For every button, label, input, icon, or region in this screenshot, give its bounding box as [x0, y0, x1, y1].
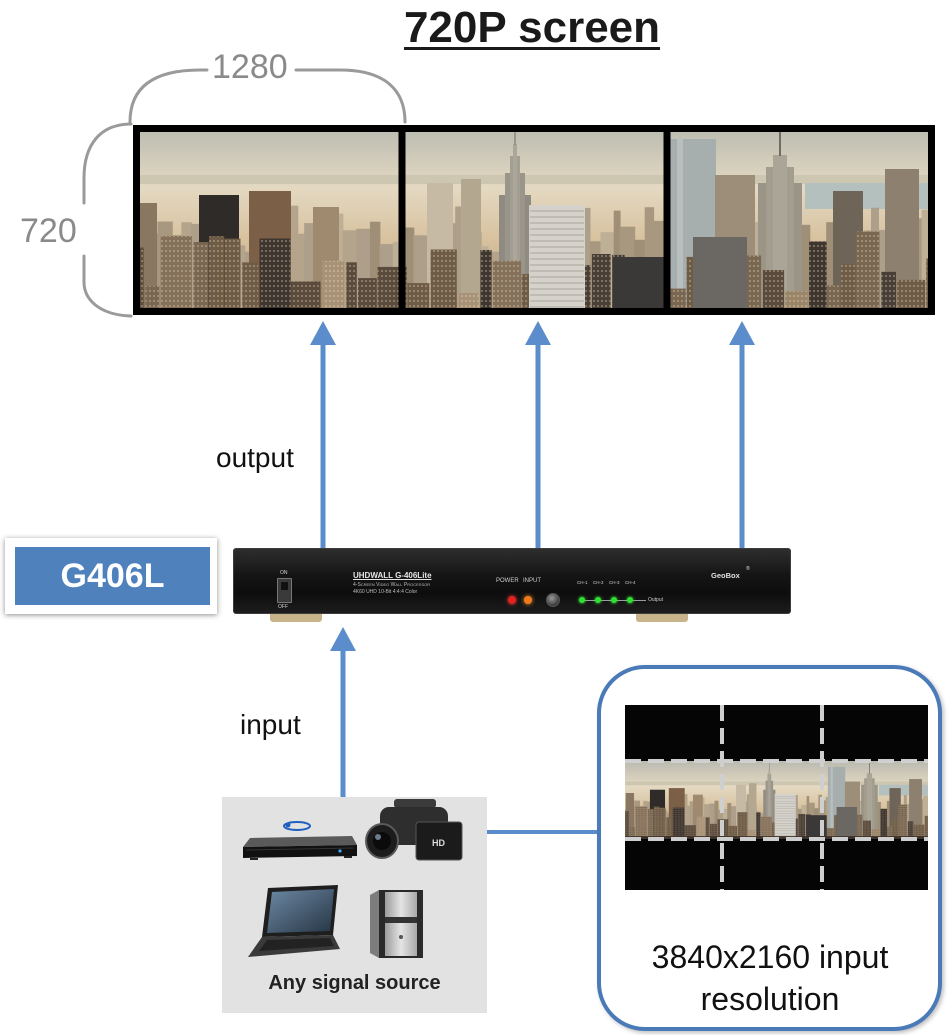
background-building	[403, 227, 415, 315]
input-led	[524, 596, 532, 604]
tower	[513, 144, 517, 315]
background-building	[297, 233, 305, 315]
building-windows	[407, 283, 430, 315]
building-windows	[826, 285, 841, 315]
channel-label-4: CH-4	[625, 580, 636, 585]
width-bracket-left	[128, 68, 209, 124]
building-windows	[881, 271, 896, 315]
input-preview-image	[625, 705, 928, 890]
channel-led-3	[611, 597, 617, 603]
device-description: 4-Screen Video Wall Processor	[353, 582, 431, 588]
building-windows	[762, 270, 785, 315]
building-windows	[193, 242, 209, 315]
device-spec: 4K60 UHD 10-Bit 4:4:4 Color	[353, 589, 418, 595]
power-switch-off-label: OFF	[278, 604, 288, 610]
building-windows	[841, 264, 856, 315]
building-windows	[224, 238, 241, 315]
channel-label-1: CH-1	[577, 580, 588, 585]
model-badge: G406L	[15, 547, 210, 605]
signal-source-icons: HD	[243, 799, 463, 958]
power-indicator-label: POWER	[496, 578, 519, 584]
input-resolution-caption: 3840x2160 input resolution	[651, 939, 889, 1017]
output-arrow-3	[729, 321, 755, 548]
power-led	[508, 596, 516, 604]
output-leds-label: Output	[648, 597, 664, 603]
power-switch	[277, 578, 292, 603]
screen-3	[663, 125, 935, 315]
building-windows	[856, 231, 880, 315]
tower	[461, 179, 481, 315]
height-bracket-top	[82, 122, 133, 205]
brand-logo: GeoBox	[711, 571, 740, 580]
input-indicator-label: INPUT	[523, 578, 541, 584]
screen-height-label: 720	[20, 212, 77, 250]
building-windows	[259, 238, 291, 315]
background-building	[826, 222, 835, 315]
channel-led-2	[595, 597, 601, 603]
building-windows	[492, 260, 522, 315]
output-label: output	[216, 442, 294, 473]
desktop-tower-icon	[370, 890, 423, 958]
device-model: UHDWALL G-406Lite	[353, 571, 432, 580]
building-windows	[209, 236, 225, 315]
preview-skyline-strip	[625, 760, 928, 840]
brand-registered-mark: ®	[746, 566, 750, 572]
background-building	[369, 221, 381, 315]
horizon-haze	[133, 175, 935, 184]
device-foot-left	[270, 612, 322, 622]
input-label: input	[240, 709, 301, 740]
screen-width-label: 1280	[212, 48, 288, 86]
output-arrow-1	[310, 321, 336, 548]
channel-label-3: CH-3	[609, 580, 620, 585]
building-windows	[160, 236, 192, 315]
building-windows	[591, 254, 611, 315]
channel-led-1	[579, 597, 585, 603]
camcorder-icon: HD	[365, 799, 463, 861]
split-grid-lines	[625, 705, 928, 890]
width-bracket-right	[294, 68, 407, 124]
building-windows	[430, 249, 457, 315]
signal-source-caption: Any signal source	[268, 972, 441, 994]
power-switch-rocker	[281, 582, 288, 590]
page-title: 720P screen	[403, 3, 661, 52]
building-windows	[358, 278, 377, 315]
channel-label-2: CH-2	[593, 580, 604, 585]
background-building	[801, 224, 811, 315]
laptop-icon	[248, 885, 340, 957]
camcorder-hd-badge: HD	[432, 838, 445, 848]
building-windows	[480, 250, 492, 315]
dark-building	[613, 257, 667, 315]
menu-knob	[546, 593, 560, 607]
blu-ray-player-icon	[243, 821, 357, 860]
height-bracket-bottom	[82, 254, 133, 318]
glass-highlight	[677, 139, 683, 315]
channel-led-4	[627, 597, 633, 603]
white-office-tower	[529, 205, 585, 315]
video-wall	[133, 125, 935, 315]
building-windows	[145, 286, 160, 315]
output-arrow-2	[525, 321, 551, 548]
power-switch-on-label: ON	[280, 570, 288, 576]
building-windows	[809, 241, 827, 315]
video-wall-processor: ON OFF UHDWALL G-406Lite 4-Screen Video …	[233, 548, 791, 614]
device-foot-right	[636, 612, 688, 622]
input-arrow	[330, 627, 356, 800]
building-windows	[346, 262, 357, 315]
building-windows	[242, 262, 259, 315]
building-windows	[322, 260, 345, 315]
city-skyline-image	[133, 125, 935, 315]
building	[693, 237, 747, 315]
